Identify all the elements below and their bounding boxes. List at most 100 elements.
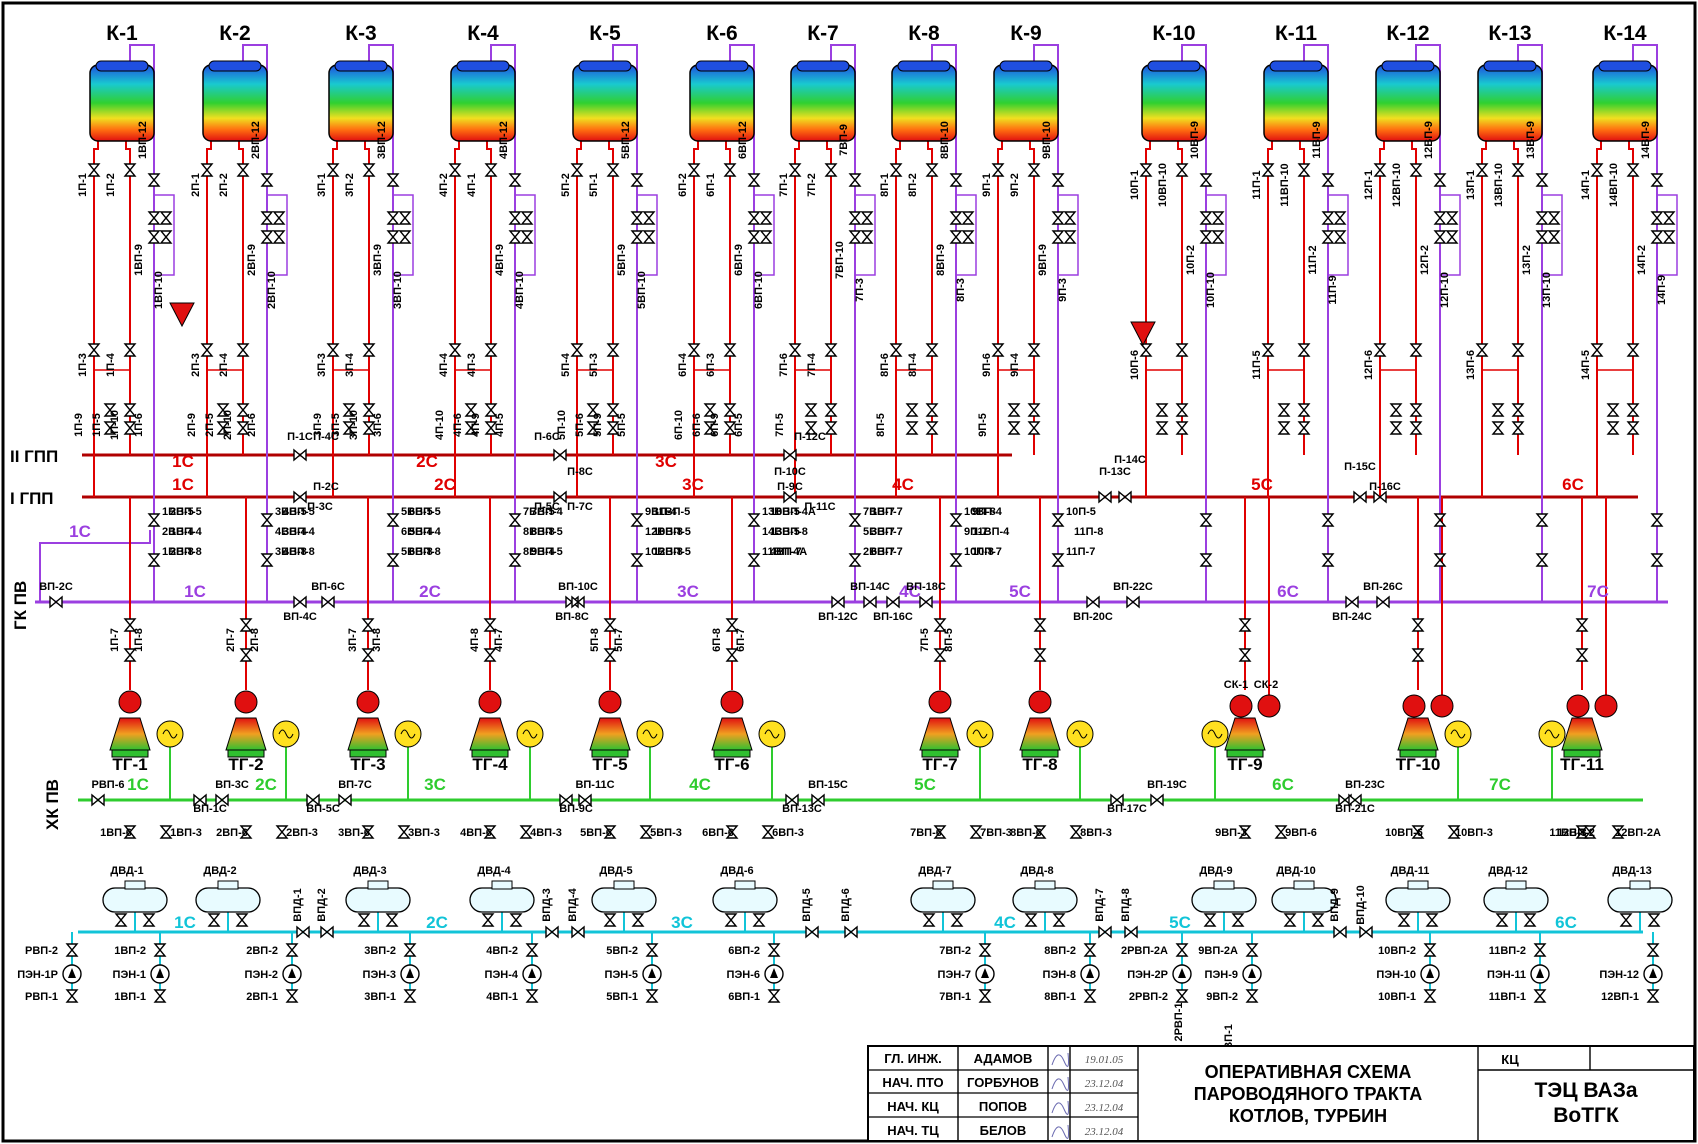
valve-icon[interactable] (123, 421, 137, 435)
valve-icon[interactable] (933, 648, 947, 662)
valve-icon[interactable] (236, 163, 250, 177)
valve-icon[interactable] (326, 163, 340, 177)
valve-icon[interactable] (824, 163, 838, 177)
valve-icon[interactable] (630, 211, 644, 225)
valve-icon[interactable] (216, 403, 230, 417)
valve-icon[interactable] (804, 421, 818, 435)
valve-icon[interactable] (114, 913, 128, 927)
valve-icon[interactable] (645, 943, 659, 957)
valve-icon[interactable] (1650, 553, 1664, 567)
valve-icon[interactable] (448, 163, 462, 177)
valve-icon[interactable] (1547, 230, 1561, 244)
valve-icon[interactable] (811, 793, 825, 807)
valve-icon[interactable] (1063, 211, 1077, 225)
valve-icon[interactable] (1098, 925, 1112, 939)
valve-icon[interactable] (239, 618, 253, 632)
valve-icon[interactable] (159, 211, 173, 225)
valve-icon[interactable] (1098, 490, 1112, 504)
valve-icon[interactable] (1433, 513, 1447, 527)
valve-icon[interactable] (824, 343, 838, 357)
valve-icon[interactable] (293, 595, 307, 609)
valve-icon[interactable] (570, 343, 584, 357)
valve-icon[interactable] (153, 943, 167, 957)
valve-icon[interactable] (767, 989, 781, 1003)
valve-icon[interactable] (320, 925, 334, 939)
valve-icon[interactable] (520, 211, 534, 225)
valve-icon[interactable] (1423, 989, 1437, 1003)
valve-icon[interactable] (153, 989, 167, 1003)
valve-icon[interactable] (342, 403, 356, 417)
valve-icon[interactable] (1475, 163, 1489, 177)
valve-icon[interactable] (1425, 913, 1439, 927)
valve-icon[interactable] (933, 618, 947, 632)
valve-icon[interactable] (49, 595, 63, 609)
valve-icon[interactable] (919, 595, 933, 609)
valve-icon[interactable] (1606, 421, 1620, 435)
valve-icon[interactable] (603, 648, 617, 662)
valve-icon[interactable] (1211, 230, 1225, 244)
valve-icon[interactable] (723, 421, 737, 435)
valve-icon[interactable] (1283, 913, 1297, 927)
valve-icon[interactable] (1199, 230, 1213, 244)
valve-icon[interactable] (759, 230, 773, 244)
valve-icon[interactable] (925, 421, 939, 435)
valve-icon[interactable] (1445, 211, 1459, 225)
valve-icon[interactable] (361, 825, 375, 839)
valve-icon[interactable] (1027, 403, 1041, 417)
valve-icon[interactable] (1445, 230, 1459, 244)
valve-icon[interactable] (783, 448, 797, 462)
valve-icon[interactable] (1199, 513, 1213, 527)
valve-icon[interactable] (603, 618, 617, 632)
valve-icon[interactable] (725, 618, 739, 632)
valve-icon[interactable] (147, 513, 161, 527)
valve-icon[interactable] (687, 163, 701, 177)
valve-icon[interactable] (1083, 989, 1097, 1003)
valve-icon[interactable] (969, 825, 983, 839)
valve-icon[interactable] (306, 793, 320, 807)
valve-icon[interactable] (123, 403, 137, 417)
valve-icon[interactable] (385, 913, 399, 927)
valve-icon[interactable] (398, 211, 412, 225)
valve-icon[interactable] (1338, 793, 1352, 807)
valve-icon[interactable] (239, 825, 253, 839)
valve-icon[interactable] (362, 421, 376, 435)
valve-icon[interactable] (545, 925, 559, 939)
valve-icon[interactable] (362, 403, 376, 417)
valve-icon[interactable] (1175, 403, 1189, 417)
valve-icon[interactable] (508, 173, 522, 187)
valve-icon[interactable] (1433, 211, 1447, 225)
valve-icon[interactable] (207, 913, 221, 927)
valve-icon[interactable] (1297, 163, 1311, 177)
valve-icon[interactable] (215, 793, 229, 807)
valve-icon[interactable] (1535, 513, 1549, 527)
valve-icon[interactable] (342, 421, 356, 435)
valve-icon[interactable] (1274, 825, 1288, 839)
valve-icon[interactable] (321, 595, 335, 609)
valve-icon[interactable] (1245, 989, 1259, 1003)
valve-icon[interactable] (1547, 211, 1561, 225)
valve-icon[interactable] (484, 163, 498, 177)
valve-icon[interactable] (1238, 648, 1252, 662)
valve-icon[interactable] (386, 513, 400, 527)
valve-icon[interactable] (525, 989, 539, 1003)
valve-icon[interactable] (991, 163, 1005, 177)
valve-icon[interactable] (725, 648, 739, 662)
valve-icon[interactable] (1511, 343, 1525, 357)
valve-icon[interactable] (91, 793, 105, 807)
valve-icon[interactable] (508, 513, 522, 527)
valve-icon[interactable] (1650, 173, 1664, 187)
valve-icon[interactable] (398, 230, 412, 244)
valve-icon[interactable] (586, 403, 600, 417)
valve-icon[interactable] (848, 553, 862, 567)
valve-icon[interactable] (448, 343, 462, 357)
valve-icon[interactable] (1069, 825, 1083, 839)
valve-icon[interactable] (1051, 211, 1065, 225)
valve-icon[interactable] (200, 163, 214, 177)
valve-icon[interactable] (235, 913, 249, 927)
valve-icon[interactable] (1051, 173, 1065, 187)
valve-icon[interactable] (483, 825, 497, 839)
valve-icon[interactable] (1575, 648, 1589, 662)
valve-icon[interactable] (752, 913, 766, 927)
valve-icon[interactable] (147, 553, 161, 567)
valve-icon[interactable] (1662, 230, 1676, 244)
